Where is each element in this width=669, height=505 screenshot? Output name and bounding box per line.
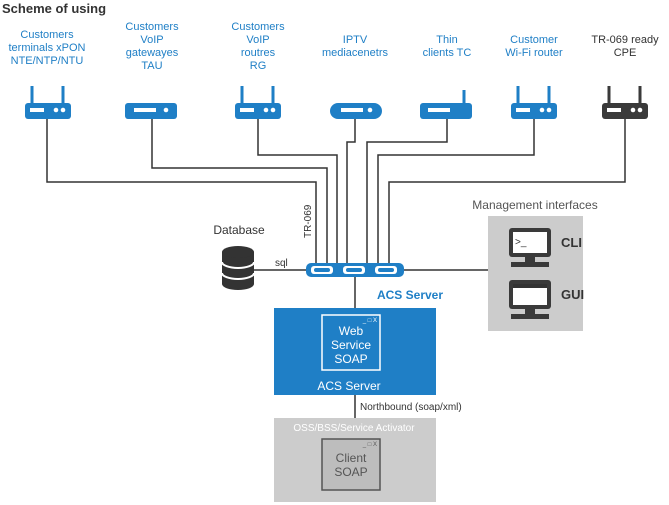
cli-label: CLI — [561, 235, 582, 250]
database-icon — [221, 246, 255, 290]
svg-text:TAU: TAU — [141, 60, 162, 72]
svg-text:NTE/NTP/NTU: NTE/NTP/NTU — [11, 55, 84, 67]
svg-text:VoIP: VoIP — [140, 34, 163, 46]
diagram-title: Scheme of using — [2, 1, 106, 16]
svg-text:Customer: Customer — [510, 34, 558, 46]
svg-text:clients TC: clients TC — [423, 47, 472, 59]
database-label: Database — [213, 223, 265, 237]
acs-web-service-line2: Service — [331, 338, 371, 352]
management-panel: >_ CLI GUI — [488, 216, 584, 331]
cli-monitor-icon: >_ — [509, 228, 551, 267]
svg-text:RG: RG — [250, 60, 267, 72]
thin-client-icon — [420, 90, 472, 119]
acs-server-box: _ □ X Web Service SOAP ACS Server — [274, 308, 436, 395]
tr069-label: TR-069 — [303, 204, 314, 238]
device-label-voip-routers: Customers VoIP routres RG — [231, 21, 285, 72]
oss-client-line2: SOAP — [334, 465, 367, 479]
gui-monitor-icon — [509, 280, 551, 319]
svg-text:Wi-Fi router: Wi-Fi router — [505, 47, 563, 59]
svg-text:>_: >_ — [515, 237, 527, 248]
svg-text:terminals xPON: terminals xPON — [8, 42, 85, 54]
mediacenter-icon — [330, 103, 382, 119]
gateway-icon — [125, 103, 177, 119]
connection-lines — [46, 118, 626, 418]
device-label-tr069-cpe: TR-069 ready CPE — [591, 34, 659, 59]
acs-server-caption: ACS Server — [317, 379, 380, 393]
oss-title: OSS/BSS/Service Activator — [293, 423, 415, 434]
svg-text:gatewayes: gatewayes — [126, 47, 179, 59]
svg-text:Thin: Thin — [436, 34, 457, 46]
wifi-router-icon — [511, 86, 557, 119]
oss-client-line1: Client — [336, 451, 367, 465]
svg-text:Customers: Customers — [125, 21, 179, 33]
sql-label: sql — [275, 258, 288, 269]
svg-text:Customers: Customers — [20, 29, 74, 41]
svg-text:mediacenetrs: mediacenetrs — [322, 47, 389, 59]
gui-label: GUI — [561, 287, 584, 302]
svg-text:IPTV: IPTV — [343, 34, 368, 46]
acs-window-controls: _ □ X — [362, 318, 377, 324]
northbound-label: Northbound (soap/xml) — [360, 402, 462, 413]
svg-text:Customers: Customers — [231, 21, 285, 33]
oss-window-controls: _ □ X — [362, 442, 377, 448]
management-title: Management interfaces — [472, 198, 597, 212]
device-label-xpon: Customers terminals xPON NTE/NTP/NTU — [8, 29, 85, 67]
acs-web-service-line3: SOAP — [334, 352, 367, 366]
device-label-voip-gateways: Customers VoIP gatewayes TAU — [125, 21, 179, 72]
acs-web-service-line1: Web — [339, 324, 364, 338]
svg-text:TR-069 ready: TR-069 ready — [591, 34, 659, 46]
device-label-thin-clients: Thin clients TC — [423, 34, 472, 59]
oss-box: OSS/BSS/Service Activator _ □ X Client S… — [274, 418, 436, 502]
acs-switch-icon — [306, 263, 404, 277]
device-label-iptv: IPTV mediacenetrs — [322, 34, 389, 59]
svg-text:routres: routres — [241, 47, 276, 59]
device-label-wifi-router: Customer Wi-Fi router — [505, 34, 563, 59]
router-icon — [602, 86, 648, 119]
svg-text:VoIP: VoIP — [246, 34, 269, 46]
router-icon — [25, 86, 71, 119]
router-icon — [235, 86, 281, 119]
svg-text:CPE: CPE — [614, 47, 637, 59]
acs-switch-label: ACS Server — [377, 288, 443, 302]
